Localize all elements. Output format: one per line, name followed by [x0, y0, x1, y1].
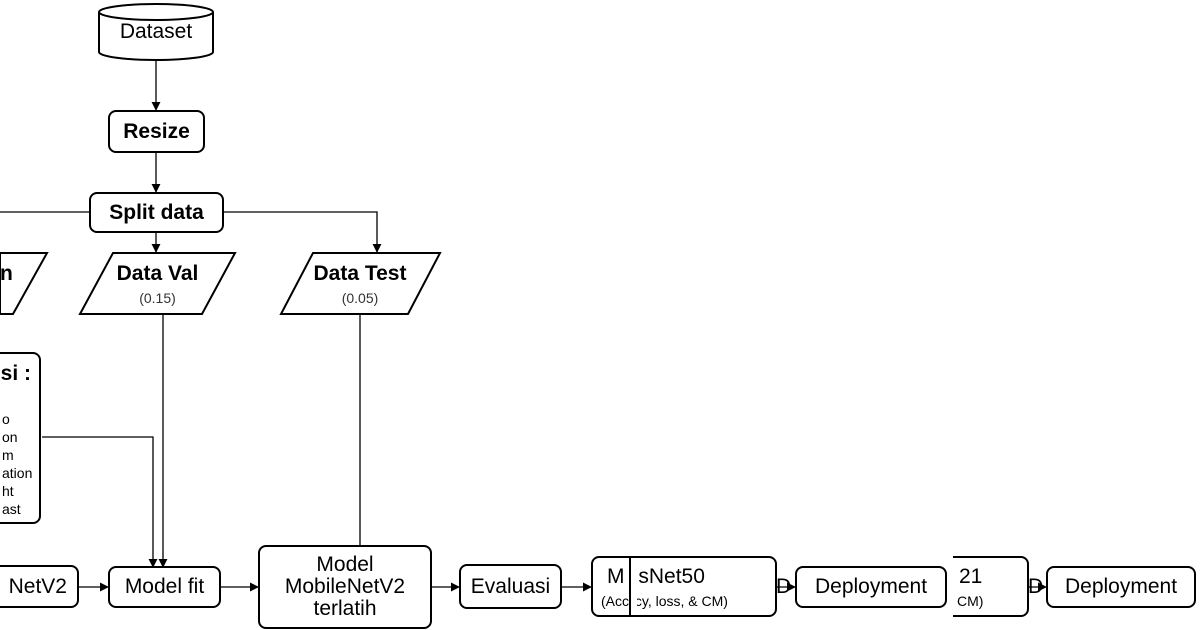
base-model-label: NetV2 [8, 574, 67, 598]
densenet-sub: CM) [957, 593, 984, 609]
evaluasi-node: Evaluasi [459, 564, 562, 609]
densenet-title: 21 [959, 565, 983, 588]
data-test-shape [279, 252, 442, 315]
edge-split-test [224, 211, 382, 253]
resnet-eval-node: M sNet50 (Acc cy, loss, & CM) [591, 556, 777, 617]
base-model-node: NetV2 [0, 565, 79, 608]
data-train-title: n [0, 262, 13, 285]
data-test-title: Data Test [313, 262, 407, 285]
data-train-shape [0, 252, 49, 315]
deployment-node-2: Deployment [1046, 566, 1196, 608]
resnet-sub-b: cy, loss, & CM) [634, 593, 728, 609]
resnet-gap [629, 558, 637, 615]
resnet-title-a: M [607, 565, 625, 588]
trained-model-node: Model MobileNetV2 terlatih [258, 545, 432, 629]
model-fit-node: Model fit [108, 566, 221, 608]
data-test-ratio: (0.05) [341, 290, 379, 306]
augmentation-item: o [2, 411, 10, 427]
augmentation-title: si : [0, 362, 31, 385]
dataset-cylinder [98, 3, 214, 61]
data-val-shape [78, 252, 237, 315]
augmentation-list: o on m ation ht ast [2, 410, 32, 518]
deploy-partial-label-2: D [1028, 575, 1044, 598]
trained-model-line: terlatih [313, 597, 377, 621]
deployment-node-1: Deployment [795, 566, 947, 608]
dataset-label: Dataset [119, 20, 193, 43]
augmentation-item: m [2, 447, 14, 463]
augmentation-box: si : o on m ation ht ast [0, 352, 41, 524]
resnet-title: M sNet50 [607, 565, 705, 588]
split-data-node: Split data [89, 192, 224, 233]
resnet-title-b: sNet50 [638, 565, 705, 588]
deploy-partial-label: D [776, 575, 792, 598]
augmentation-item: ast [2, 501, 21, 517]
data-val-title: Data Val [116, 262, 199, 285]
augmentation-item: on [2, 429, 18, 445]
augmentation-item: ht [2, 483, 14, 499]
edge-aug-fit [42, 436, 158, 568]
resize-node: Resize [108, 110, 205, 153]
resnet-sub-a: (Acc [601, 593, 629, 609]
trained-model-line: MobileNetV2 [284, 574, 406, 598]
augmentation-item: ation [2, 465, 33, 481]
trained-model-line: Model [316, 552, 374, 576]
data-val-ratio: (0.15) [139, 290, 176, 306]
densenet-eval-node: 21 CM) [953, 556, 1029, 617]
resnet-sub: (Acc cy, loss, & CM) [601, 593, 728, 609]
